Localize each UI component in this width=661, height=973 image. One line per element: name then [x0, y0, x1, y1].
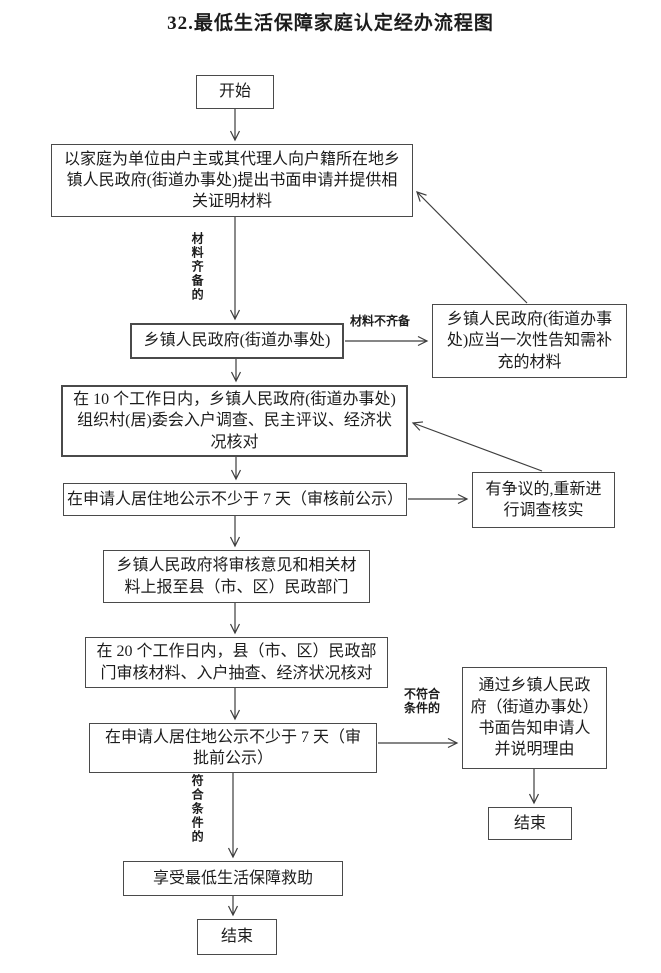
- page-title: 32.最低生活保障家庭认定经办流程图: [167, 13, 494, 34]
- node-county-review: 在 20 个工作日内，县（市、区）民政部 门审核材料、入户抽查、经济状况核对: [85, 637, 388, 688]
- node-investigate: 在 10 个工作日内，乡镇人民政府(街道办事处) 组织村(居)委会入户调查、民主…: [61, 385, 408, 457]
- edge-label-materials-complete: 材料齐备的: [190, 232, 205, 302]
- node-notify-reject: 通过乡镇人民政 府（街道办事处） 书面告知申请人 并说明理由: [462, 667, 607, 769]
- edge-notify-supplement-apply: [416, 191, 528, 304]
- node-report-to-county: 乡镇人民政府将审核意见和相关材 料上报至县（市、区）民政部门: [103, 550, 370, 603]
- edge-label-eligible: 符合条件的: [190, 774, 205, 844]
- node-publicity-approval: 在申请人居住地公示不少于 7 天（审 批前公示）: [89, 723, 377, 773]
- node-end-reject: 结束: [488, 807, 572, 840]
- node-receive-assistance: 享受最低生活保障救助: [123, 861, 343, 896]
- node-start: 开始: [196, 75, 274, 109]
- edge-label-materials-incomplete: 材料不齐备: [350, 314, 411, 328]
- edge-label-not-eligible: 不符合 条件的: [403, 687, 440, 716]
- node-publicity-review: 在申请人居住地公示不少于 7 天（审核前公示）: [63, 483, 407, 516]
- edge-dispute-investigate: [411, 421, 543, 472]
- node-apply: 以家庭为单位由户主或其代理人向户籍所在地乡 镇人民政府(街道办事处)提出书面申请…: [51, 144, 413, 217]
- node-notify-supplement: 乡镇人民政府(街道办事 处)应当一次性告知需补 充的材料: [432, 304, 627, 378]
- node-township-government: 乡镇人民政府(街道办事处): [130, 323, 344, 359]
- node-end-main: 结束: [197, 919, 277, 955]
- node-dispute-recheck: 有争议的,重新进 行调查核实: [472, 472, 615, 528]
